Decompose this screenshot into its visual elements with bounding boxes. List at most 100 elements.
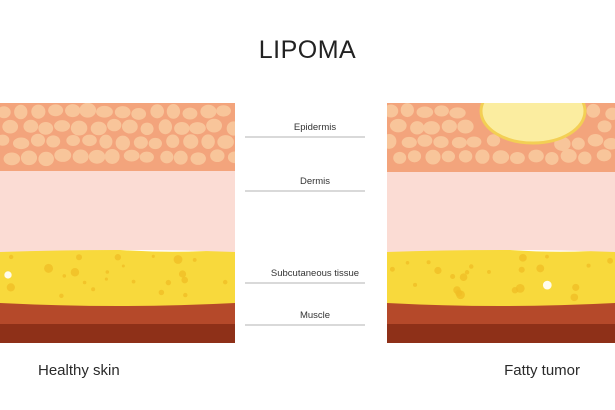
epidermis-cell [389, 118, 407, 133]
fat-dot [192, 258, 197, 262]
epidermis-cell [458, 150, 473, 163]
epidermis-cell [410, 121, 425, 135]
epidermis-cell [150, 104, 164, 119]
epidermis-cell [475, 149, 490, 164]
epidermis-cell [20, 150, 38, 166]
fat-dot [405, 260, 410, 265]
fat-dot [183, 292, 188, 298]
epidermis-cell [387, 104, 399, 118]
epidermis-cell [88, 149, 106, 164]
epidermis-cell [31, 104, 46, 119]
epidermis-cell [12, 137, 30, 150]
label-dermis: Dermis [299, 176, 331, 187]
muscle-dark-band [387, 324, 615, 343]
epidermis-cell [183, 134, 199, 149]
epidermis-cell [393, 151, 407, 164]
epidermis-cell [509, 151, 525, 164]
epidermis-cell [603, 138, 615, 150]
epidermis-cell [433, 136, 449, 149]
fat-dot [173, 255, 183, 264]
fat-dot [434, 266, 442, 275]
epidermis-cell [226, 121, 235, 136]
epidermis-cell [425, 149, 441, 165]
epidermis-cell [99, 134, 113, 149]
epidermis-cell [201, 134, 215, 149]
epidermis-cell [70, 120, 88, 136]
epidermis-cell [206, 118, 223, 133]
fat-dot [62, 274, 67, 278]
subcutaneous-layer [387, 248, 615, 306]
epidermis-cell [441, 150, 456, 163]
epidermis-cell [528, 149, 544, 163]
caption-fatty-tumor: Fatty tumor [504, 362, 580, 379]
epidermis-cell [587, 134, 604, 147]
epidermis-cell [96, 105, 113, 118]
fat-dot [536, 264, 545, 273]
epidermis-cell [2, 119, 19, 134]
fat-dot [570, 293, 579, 302]
epidermis-cell [423, 121, 440, 135]
label-subcutaneous: Subcutaneous tissue [270, 268, 360, 279]
epidermis-cell [597, 120, 612, 133]
fat-dot [586, 263, 591, 268]
fat-dot [158, 289, 165, 296]
epidermis-cell [30, 133, 46, 147]
epidermis-cell [166, 134, 180, 148]
fat-dot [518, 266, 525, 273]
dermis-layer [387, 165, 615, 252]
epidermis-cell [23, 119, 39, 133]
fat-dot [6, 283, 15, 292]
fat-dot [453, 286, 461, 294]
fatty-tumor-panel [387, 103, 615, 343]
epidermis-cell [605, 107, 615, 121]
epidermis-cell [38, 151, 54, 167]
epidermis-cell [104, 148, 120, 164]
caption-healthy-skin: Healthy skin [38, 362, 120, 379]
fat-dot [222, 279, 228, 285]
fat-dot [607, 257, 613, 264]
epidermis-cell [227, 151, 235, 164]
epidermis-cell [560, 149, 577, 163]
fat-dot [426, 260, 431, 265]
fat-dot [82, 280, 87, 285]
epidermis-cell [72, 149, 89, 164]
fat-dot [105, 270, 110, 274]
epidermis-cell [82, 134, 97, 147]
epidermis-cell [90, 121, 107, 136]
epidermis-cell [123, 149, 140, 162]
epidermis-cell [131, 107, 147, 120]
epidermis-cells [387, 103, 615, 165]
epidermis-cell [217, 135, 234, 149]
fat-dots [4, 254, 228, 299]
epidermis-cell [400, 103, 414, 118]
epidermis-cell [434, 105, 449, 117]
fat-dot [121, 264, 125, 268]
fat-dot [519, 253, 527, 262]
dermis-layer [0, 163, 235, 252]
epidermis-cell [578, 151, 592, 165]
epidermis-cell [173, 150, 188, 165]
muscle-dark-band [0, 324, 235, 343]
fat-dot [151, 254, 155, 258]
epidermis-cell [441, 119, 457, 133]
fat-dot [542, 280, 552, 290]
fat-dot [8, 254, 14, 260]
fat-dot [450, 273, 456, 280]
epidermis-cell [14, 104, 28, 120]
epidermis-cell [121, 119, 138, 134]
epidermis-cell [115, 135, 130, 151]
epidermis-cell [114, 106, 131, 119]
epidermis-cell [492, 150, 510, 164]
fat-dot [459, 273, 468, 281]
epidermis-cell [586, 103, 601, 118]
epidermis-cell [66, 135, 80, 147]
fat-dot [545, 254, 549, 259]
epidermis-cell [139, 151, 154, 163]
epidermis-cell [457, 119, 474, 134]
epidermis-cell [174, 122, 190, 135]
fat-dot [181, 276, 188, 284]
epidermis-cell [133, 136, 148, 149]
fat-dot [131, 279, 136, 284]
epidermis-cell [107, 118, 122, 132]
